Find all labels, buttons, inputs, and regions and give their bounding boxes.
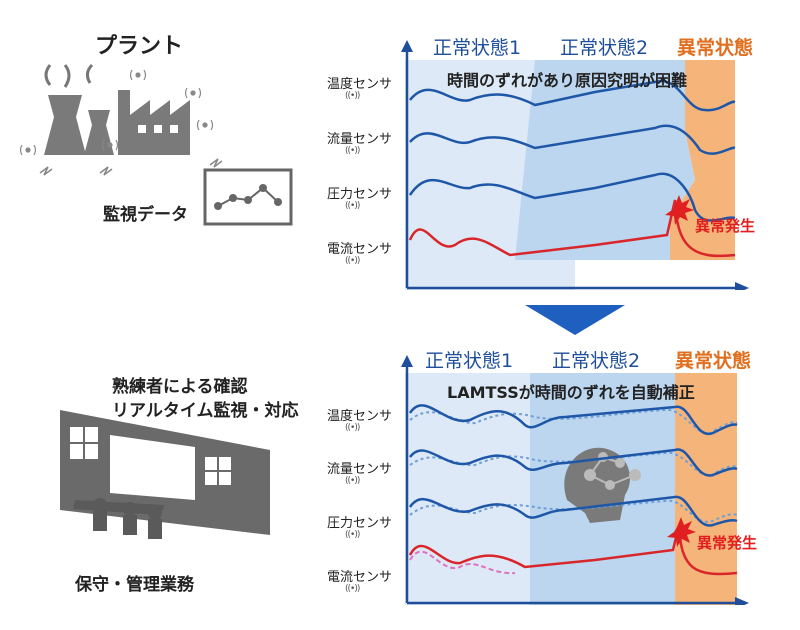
- bottom-sensor-current-label: 電流センサ: [327, 570, 393, 585]
- abnormal-event-burst-icon: [665, 195, 694, 225]
- signal-icon: ((•)): [345, 530, 360, 540]
- current-sensor-line: [408, 524, 738, 576]
- signal-icon: ((•)): [345, 256, 360, 266]
- vibration-icon: [39, 166, 53, 176]
- top-state-abnormal: 異常状態: [677, 37, 754, 59]
- top-sensor-flow-label: 流量センサ: [327, 132, 393, 147]
- operator-icon: [73, 498, 165, 539]
- top-sensor-temp-label: 温度センサ: [327, 77, 393, 92]
- bottom-sensor-pressure-label: 圧力センサ: [327, 516, 393, 531]
- top-sensor-pressure-label: 圧力センサ: [327, 187, 393, 202]
- current-sensor-dashed-line: [409, 550, 516, 575]
- signal-icon: ((•)): [345, 584, 360, 594]
- operators-caption-line2: リアルタイム監視・対応: [112, 401, 299, 421]
- signal-icon: ((•)): [345, 146, 360, 156]
- cooling-tower-icon: [44, 95, 86, 155]
- pressure-sensor-line: [408, 172, 736, 222]
- monitor-data-label: 監視データ: [103, 205, 188, 225]
- bottom-state-normal-1: 正常状態1: [425, 350, 514, 372]
- normal-state-2-region: [515, 60, 695, 260]
- signal-icon: ((•)): [345, 423, 360, 433]
- top-sensor-current-label: 電流センサ: [327, 242, 393, 257]
- signal-icon: ((•)): [345, 91, 360, 101]
- current-sensor-line: [408, 199, 736, 258]
- abnormal-state-region: [675, 373, 737, 605]
- bottom-state-normal-2: 正常状態2: [552, 350, 641, 372]
- bottom-sensor-temp-label: 温度センサ: [327, 409, 393, 424]
- pressure-sensor-line: [408, 495, 738, 527]
- steam-icon: [44, 64, 52, 86]
- normal-state-1-region: [405, 373, 535, 605]
- monitor-chart-icon: [203, 168, 293, 226]
- signal-icon: [19, 69, 214, 156]
- plant-illustration: [19, 63, 223, 176]
- temp-sensor-dotted-line: [409, 408, 738, 435]
- control-room-illustration: [60, 410, 270, 539]
- bottom-chart-panel: [401, 355, 749, 605]
- top-state-normal-2: 正常状態2: [560, 37, 649, 59]
- signal-icon: ((•)): [345, 201, 360, 211]
- abnormal-event-burst-icon: [667, 517, 696, 547]
- bottom-sensor-flow-label: 流量センサ: [327, 462, 393, 477]
- top-state-normal-1: 正常状態1: [433, 37, 522, 59]
- factory-icon: [118, 90, 190, 155]
- bottom-chart-note: LAMTSSが時間のずれを自動補正: [447, 383, 695, 402]
- temp-sensor-line: [408, 404, 738, 436]
- top-chart-panel: [401, 40, 749, 290]
- plant-title: プラント: [95, 34, 184, 59]
- bottom-abnormal-event-label: 異常発生: [697, 534, 758, 552]
- maintenance-label: 保守・管理業務: [75, 575, 194, 595]
- operators-caption-line1: 熟練者による確認: [112, 377, 248, 397]
- bottom-state-abnormal: 異常状態: [675, 350, 752, 372]
- signal-icon: ((•)): [345, 476, 360, 486]
- down-arrow-icon: [525, 305, 625, 335]
- temp-sensor-line: [409, 79, 736, 112]
- top-abnormal-event-label: 異常発生: [695, 217, 756, 235]
- flow-sensor-line: [409, 124, 736, 155]
- top-chart-note: 時間のずれがあり原因究明が困難: [447, 71, 688, 90]
- flow-sensor-line: [409, 448, 738, 477]
